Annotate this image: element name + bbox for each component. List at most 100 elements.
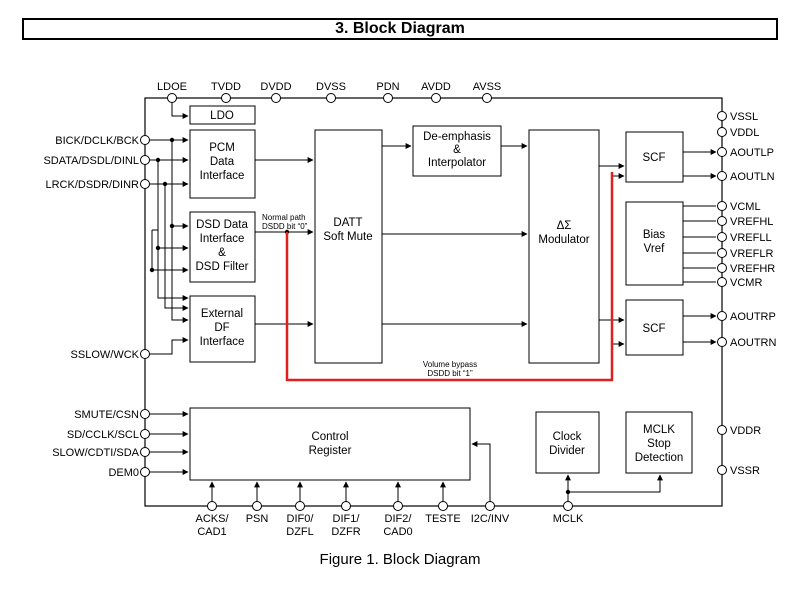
pin-label-dif2-1: DIF2/ xyxy=(385,513,413,525)
pin-label-smute-csn: SMUTE/CSN xyxy=(74,409,139,421)
modulator-label-2: Modulator xyxy=(538,234,589,246)
dsd-label-3: & xyxy=(218,247,226,259)
control-register-block: Control Register xyxy=(189,407,471,481)
signal-wiring xyxy=(149,95,717,506)
pin-acks-cad1 xyxy=(207,501,217,511)
pin-label-lrck-dsdr-dinr: LRCK/DSDR/DINR xyxy=(45,179,139,191)
pin-label-vddr: VDDR xyxy=(730,425,761,437)
pin-label-vcmr: VCMR xyxy=(730,277,762,289)
pin-label-dvdd: DVDD xyxy=(260,81,291,93)
pin-label-dif0-1: DIF0/ xyxy=(287,513,315,525)
pin-avdd xyxy=(431,93,441,103)
pin-aoutln xyxy=(717,171,727,181)
pin-label-sd-cclk-scl: SD/CCLK/SCL xyxy=(67,429,139,441)
pcm-label-1: PCM xyxy=(209,142,235,154)
control-label-1: Control xyxy=(311,431,348,443)
section-header: 3. Block Diagram xyxy=(22,18,778,40)
pcm-block: PCM Data Interface xyxy=(189,129,256,199)
pin-label-vssr: VSSR xyxy=(730,465,760,477)
scf-right-block: SCF xyxy=(625,299,684,356)
pin-label-mclk-1: MCLK xyxy=(553,513,584,525)
pin-vssl xyxy=(717,111,727,121)
ldo-block: LDO xyxy=(189,105,256,125)
volume-bypass-note-1: Volume bypass xyxy=(423,360,477,369)
pin-label-i2c-inv-1: I2C/INV xyxy=(471,513,510,525)
pin-label-aoutrn: AOUTRN xyxy=(730,337,777,349)
pin-label-aoutlp: AOUTLP xyxy=(730,147,774,159)
volume-bypass-path xyxy=(285,172,614,382)
pin-aoutlp xyxy=(717,147,727,157)
pin-vrefhr xyxy=(717,263,727,273)
pin-vddl xyxy=(717,127,727,137)
mclk-stop-detection-block: MCLK Stop Detection xyxy=(625,411,693,474)
datt-block: DATT Soft Mute xyxy=(314,129,383,364)
pin-label-vssl: VSSL xyxy=(730,111,758,123)
control-label-2: Register xyxy=(309,445,352,457)
scf-right-label: SCF xyxy=(643,323,666,335)
pin-label-dif1-1: DIF1/ xyxy=(333,513,361,525)
mclkstop-label-1: MCLK xyxy=(643,424,675,436)
volume-bypass-note-2: DSDD bit “1” xyxy=(427,369,473,378)
pin-vddr xyxy=(717,425,727,435)
pin-ldoe xyxy=(167,93,177,103)
pin-lrck-dsdr-dinr xyxy=(140,179,150,189)
pcm-label-3: Interface xyxy=(200,170,245,182)
extdf-label-2: DF xyxy=(214,322,229,334)
extdf-label-1: External xyxy=(201,308,243,320)
pin-avss xyxy=(482,93,492,103)
pin-label-slow-cdti-sda: SLOW/CDTI/SDA xyxy=(52,447,139,459)
pin-dvss xyxy=(326,93,336,103)
pin-label-avss: AVSS xyxy=(473,81,502,93)
deemph-label-1: De-emphasis xyxy=(423,131,491,143)
pin-smute-csn xyxy=(140,409,150,419)
pin-sd-cclk-scl xyxy=(140,429,150,439)
pin-label-cad1-2: CAD1 xyxy=(197,526,226,538)
pin-teste xyxy=(438,501,448,511)
scf-left-label: SCF xyxy=(643,152,666,164)
pin-label-bick-dclk-bck: BICK/DCLK/BCK xyxy=(55,135,139,147)
scf-left-block: SCF xyxy=(625,131,684,183)
pin-sdata-dsdl-dinl xyxy=(140,155,150,165)
pin-vreflr xyxy=(717,248,727,258)
normal-path-note-1: Normal path xyxy=(262,213,306,222)
pin-label-dem0: DEM0 xyxy=(108,467,139,479)
deemph-label-2: & xyxy=(453,144,461,156)
pin-label-vrefhr: VREFHR xyxy=(730,263,775,275)
pin-label-vreflr: VREFLR xyxy=(730,248,773,260)
bias-label-2: Vref xyxy=(644,243,665,255)
pin-pdn xyxy=(383,93,393,103)
pin-i2c-inv xyxy=(485,501,495,511)
clock-divider-block: Clock Divider xyxy=(535,411,600,474)
pin-dvdd xyxy=(271,93,281,103)
external-df-block: External DF Interface xyxy=(189,295,256,363)
pin-label-dzfr-2: DZFR xyxy=(331,526,360,538)
pin-label-pdn: PDN xyxy=(376,81,399,93)
pin-slow-cdti-sda xyxy=(140,447,150,457)
pin-label-aoutrp: AOUTRP xyxy=(730,311,776,323)
pin-bick-dclk-bck xyxy=(140,135,150,145)
pin-label-dzfl-2: DZFL xyxy=(286,526,314,538)
pin-label-avdd: AVDD xyxy=(421,81,451,93)
mclkstop-label-3: Detection xyxy=(635,452,684,464)
pcm-label-2: Data xyxy=(210,156,235,168)
pin-label-sslow-wck: SSLOW/WCK xyxy=(71,349,140,361)
pin-label-acks-1: ACKS/ xyxy=(195,513,229,525)
extdf-label-3: Interface xyxy=(200,336,245,348)
pin-label-aoutln: AOUTLN xyxy=(730,171,775,183)
pin-psn xyxy=(252,501,262,511)
modulator-block: ΔΣ Modulator xyxy=(528,129,600,364)
deemphasis-block: De-emphasis & Interpolator xyxy=(412,125,502,177)
pin-label-cad0-2: CAD0 xyxy=(383,526,412,538)
dsd-label-1: DSD Data xyxy=(196,219,248,231)
pin-vcml xyxy=(717,201,727,211)
pin-label-ldoe: LDOE xyxy=(157,81,187,93)
pin-dif0-dzfl xyxy=(295,501,305,511)
pin-dif1-dzfr xyxy=(341,501,351,511)
pin-vssr xyxy=(717,465,727,475)
ldo-label: LDO xyxy=(210,110,234,122)
clock-label-1: Clock xyxy=(553,431,582,443)
pin-label-psn-1: PSN xyxy=(246,513,269,525)
clock-label-2: Divider xyxy=(549,445,585,457)
pin-aoutrp xyxy=(717,311,727,321)
